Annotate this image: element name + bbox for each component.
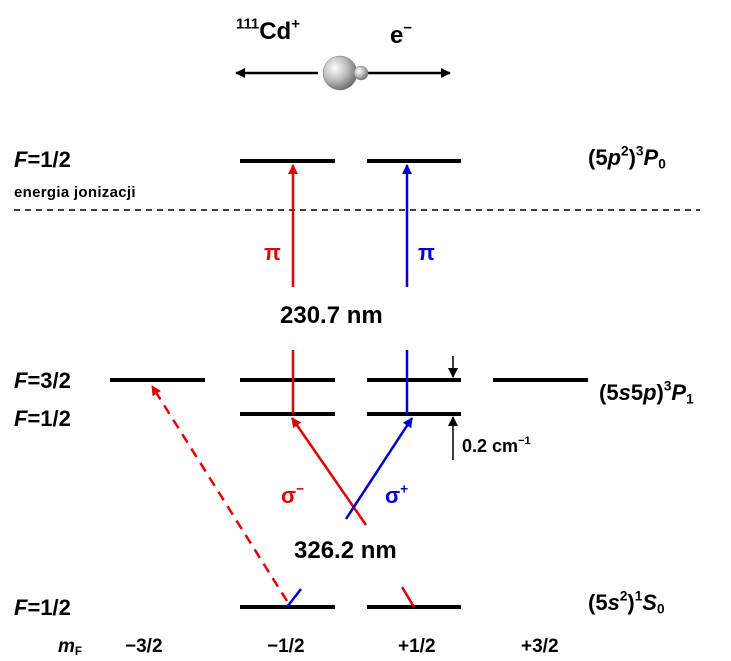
- ion-label: 111Cd+: [236, 16, 300, 45]
- sigma-transitions: [150, 385, 416, 608]
- p0-term-label: (5p2)3P0: [588, 143, 666, 172]
- p1-term-label: (5s5p)3P1: [599, 378, 694, 407]
- mf-value-plus-3half: +3/2: [521, 636, 559, 657]
- p0-f-label: F=1/2: [14, 147, 71, 172]
- ionization-energy-label: energia jonizacji: [14, 184, 136, 201]
- mf-value-minus-3half: −3/2: [125, 636, 163, 657]
- sigma-plus-label: σ+: [385, 481, 409, 508]
- sigma-minus-red-tail: [400, 586, 416, 608]
- sigma-dashed-red-arrow: [150, 385, 289, 602]
- sigma-plus-blue-tail: [286, 588, 302, 608]
- splitting-label: 0.2 cm−1: [462, 435, 531, 456]
- pi-transitions: [288, 164, 412, 414]
- ion-electron-illustration: [235, 55, 451, 91]
- mf-value-minus-half: −1/2: [267, 636, 305, 657]
- electron-label: e−: [390, 20, 413, 49]
- sigma-minus-label: σ−: [281, 481, 305, 508]
- ion-sphere: [322, 55, 358, 91]
- mf-axis-label: mF: [58, 636, 83, 658]
- sigma-plus-blue-arrow: [344, 417, 414, 520]
- pi-label-red: π: [264, 240, 281, 265]
- p1-f12-label: F=1/2: [14, 406, 71, 431]
- s0-term-label: (5s2)1S0: [588, 588, 665, 617]
- mf-value-plus-half: +1/2: [398, 636, 436, 657]
- wavelength-lower-label: 326.2 nm: [294, 537, 397, 564]
- p1-f32-label: F=3/2: [14, 368, 71, 393]
- wavelength-upper-label: 230.7 nm: [280, 302, 383, 329]
- electron-sphere: [353, 65, 369, 81]
- s0-f-label: F=1/2: [14, 595, 71, 620]
- pi-label-blue: π: [418, 240, 435, 265]
